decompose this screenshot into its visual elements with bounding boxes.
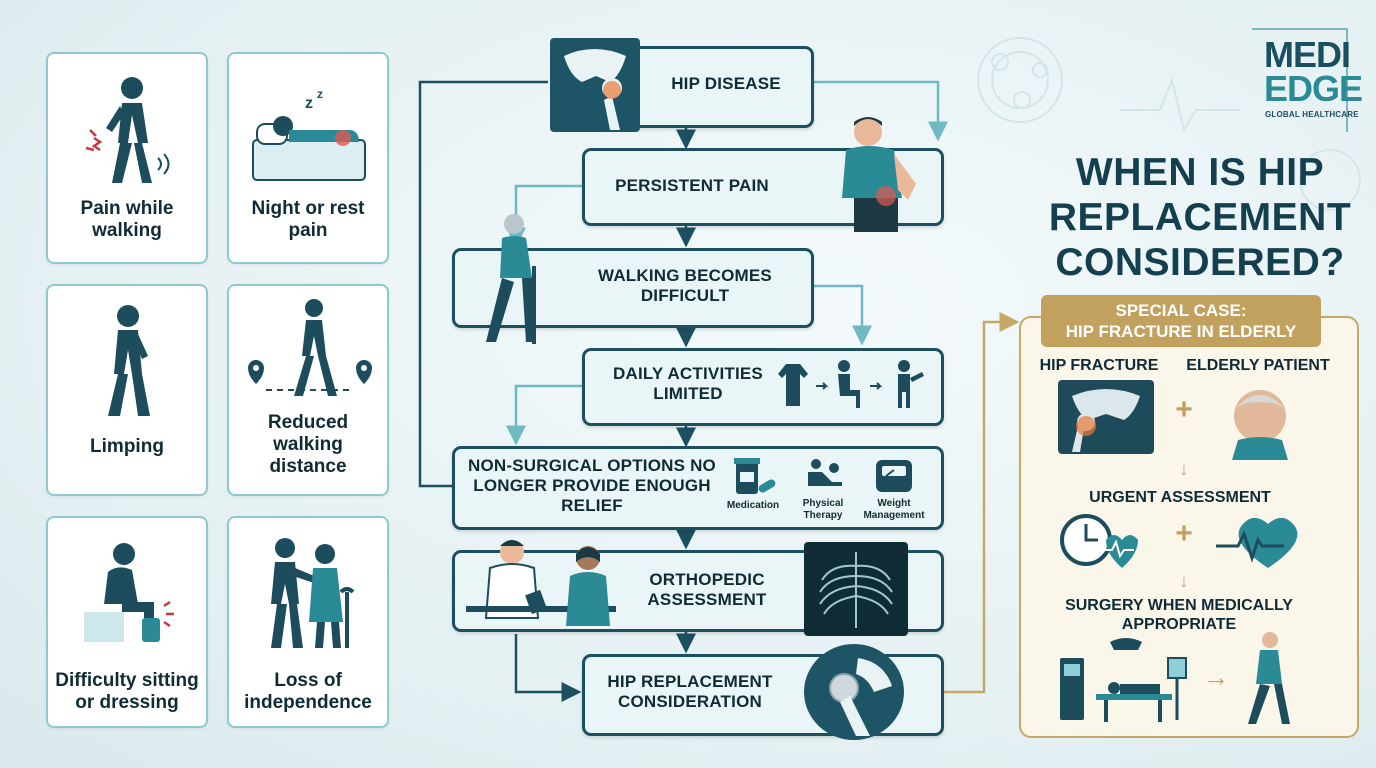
doctor-patient-illustration [462,536,626,630]
symptom-card: Pain while walking [46,52,208,264]
logo-text: MEDI [1264,34,1351,75]
special-case-title: SPECIAL CASE: [1115,301,1247,320]
flow-step-label: DAILY ACTIVITIES LIMITED [613,364,763,403]
flow-step-label: ORTHOPEDIC ASSESSMENT [647,570,767,609]
assisted-walking-icon [229,532,387,656]
symptom-card: z z Night or rest pain [227,52,389,264]
physical-therapy-icon [798,456,848,496]
sleeping-pain-icon: z z [229,68,387,192]
option-label: Weight Management [863,498,925,521]
flow-step-label: NON-SURGICAL OPTIONS NO LONGER PROVIDE E… [468,456,716,515]
clock-heart-icon [1058,510,1142,574]
logo-frame [1252,28,1348,132]
elderly-patient-label: ELDERLY PATIENT [1186,357,1330,374]
symptom-label: Loss of independence [244,670,372,713]
daily-activities-icon [776,356,932,414]
symptom-label: Reduced walking distance [267,412,349,477]
flow-step-label: HIP DISEASE [671,74,781,93]
symptom-card: Limping [46,284,208,496]
medication-icon [728,456,778,500]
limping-icon [48,300,206,424]
logo-tagline: GLOBAL HEALTHCARE [1265,110,1359,119]
urgent-assessment-label: URGENT ASSESSMENT [1089,489,1271,506]
elderly-patient-icon [1216,382,1304,460]
symptom-label: Pain while walking [80,198,174,241]
heartbeat-icon [1214,512,1306,572]
logo-text: EDGE [1264,68,1363,109]
symptom-label: Night or rest pain [251,198,365,241]
svg-text:z: z [305,95,313,112]
special-case-subtitle: HIP FRACTURE IN ELDERLY [1065,322,1297,341]
surgery-label: SURGERY WHEN MEDICALLY APPROPRIATE [1065,597,1293,633]
walking-distance-icon [229,294,387,406]
flow-step-daily-activities [582,348,944,426]
option-label: Physical Therapy [802,498,844,521]
plus-icon: + [1175,393,1193,426]
flow-step-non-surgical [452,446,944,530]
flow-step-label: HIP REPLACEMENT CONSIDERATION [607,672,773,711]
person-pain-illustration [830,114,940,234]
option-label: Medication [726,500,780,511]
weight-management-icon [872,456,916,496]
symptom-card: Difficulty sitting or dressing [46,516,208,728]
svg-text:z: z [317,87,323,101]
right-arrow-icon: → [1203,662,1229,692]
down-arrow-icon: ↓ [1179,571,1189,591]
xray-image [804,542,908,636]
symptom-label: Difficulty sitting or dressing [55,670,199,713]
hip-implant-icon [804,644,904,740]
down-arrow-icon: ↓ [1179,459,1189,479]
plus-icon: + [1175,517,1193,550]
flow-step-label: WALKING BECOMES DIFFICULT [598,266,772,305]
symptom-label: Limping [90,436,164,457]
symptom-card: Reduced walking distance [227,284,389,496]
elderly-cane-illustration [462,210,562,350]
walking-recovery-icon [1238,630,1298,728]
hip-fracture-label: HIP FRACTURE [1039,357,1159,374]
hip-fracture-xray [1058,380,1154,454]
symptom-card: Loss of independence [227,516,389,728]
special-case-header: SPECIAL CASE: HIP FRACTURE IN ELDERLY [1041,295,1321,347]
page-title: WHEN IS HIP REPLACEMENT CONSIDERED? [1048,151,1352,284]
sitting-dressing-icon [48,532,206,656]
operating-room-illustration [1056,636,1192,728]
hip-bone-icon [550,38,640,132]
walking-pain-icon [48,68,206,192]
flow-step-label: PERSISTENT PAIN [615,176,769,195]
